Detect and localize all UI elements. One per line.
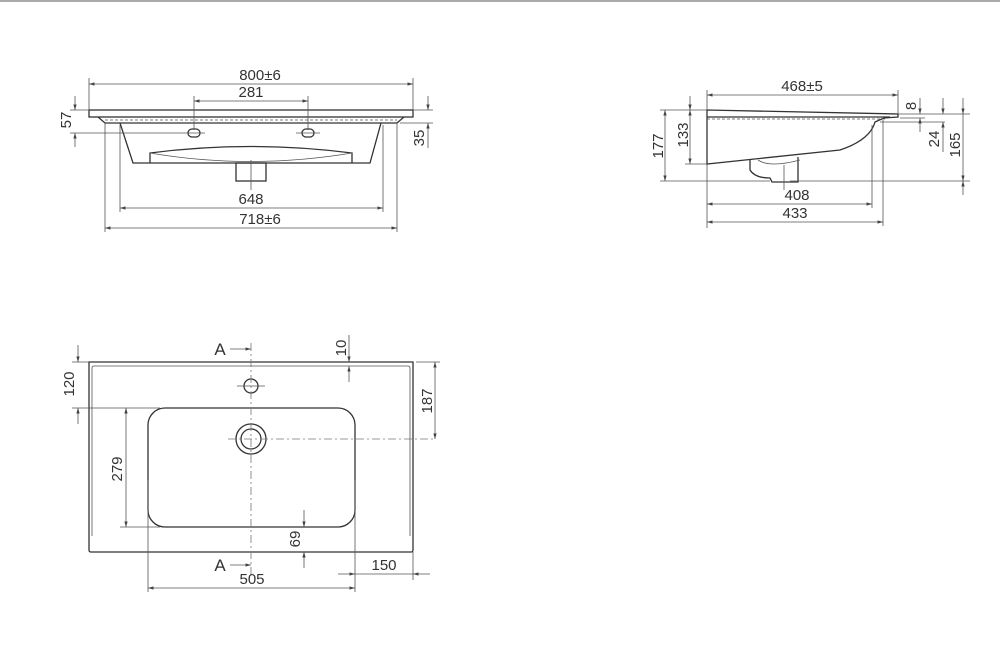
dim-57: 57 [58,112,75,129]
side-drain [749,157,799,183]
dim-177: 177 [650,133,667,158]
dim-165: 165 [947,132,964,157]
section-label-bottom: A [214,556,226,575]
top-view: A A 10 120 187 279 69 505 15 [61,335,440,592]
section-label-top: A [214,340,226,359]
dim-433: 433 [782,205,807,222]
dim-35: 35 [411,130,428,147]
dim-69: 69 [287,531,304,548]
front-basin-body [119,122,382,164]
dim-648: 648 [238,191,263,208]
dim-718: 718±6 [239,211,281,228]
front-view: 800±6 281 57 35 648 718±6 [58,67,433,232]
dim-187: 187 [419,388,436,413]
dim-tap-spacing: 281 [238,84,263,101]
dim-10: 10 [333,340,350,357]
dim-overall-width: 800±6 [239,67,281,84]
side-view: 468±5 177 133 8 24 165 408 433 [650,78,970,228]
dim-408: 408 [784,187,809,204]
dim-505: 505 [239,571,264,588]
dim-8: 8 [903,102,920,110]
dim-depth: 468±5 [781,78,823,95]
dim-120: 120 [61,371,78,396]
front-countertop-slab [88,109,414,118]
side-basin-profile [706,109,899,165]
dim-279: 279 [109,456,126,481]
basin-bowl [147,407,356,528]
dim-150: 150 [371,557,396,574]
top-countertop-outline [88,361,414,553]
dim-24: 24 [926,131,943,148]
dim-133: 133 [675,122,692,147]
